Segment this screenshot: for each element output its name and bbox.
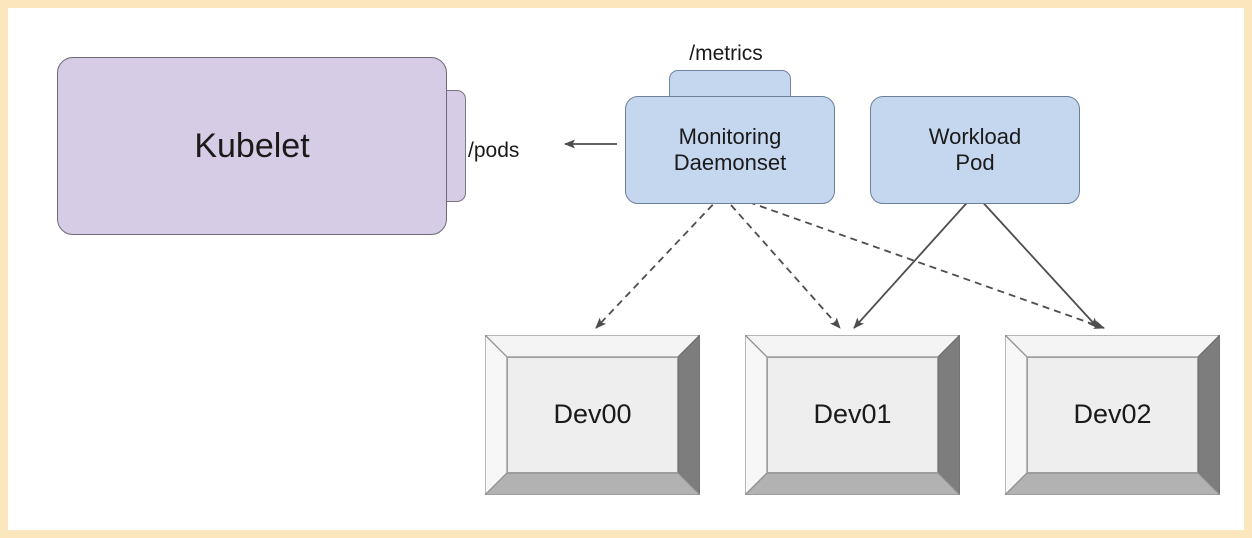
endpoint-label-metrics: /metrics bbox=[689, 42, 763, 65]
monitoring-daemonset-label: Monitoring Daemonset bbox=[673, 124, 787, 175]
device-bevel-frame bbox=[745, 335, 960, 495]
edge-workload-to-dev02 bbox=[976, 195, 1099, 329]
edge-workload-to-dev01 bbox=[853, 195, 974, 329]
node-kubelet[interactable]: Kubelet bbox=[57, 57, 467, 237]
workload-pod-label: Workload Pod bbox=[928, 124, 1022, 175]
device-label: Dev02 bbox=[1073, 399, 1152, 430]
device-bevel-frame bbox=[1005, 335, 1220, 495]
device-label: Dev01 bbox=[813, 399, 892, 430]
kubelet-body[interactable]: Kubelet bbox=[57, 57, 447, 235]
node-device-dev00[interactable]: Dev00 bbox=[485, 335, 700, 495]
node-device-dev02[interactable]: Dev02 bbox=[1005, 335, 1220, 495]
monitoring-daemonset-body[interactable]: Monitoring Daemonset bbox=[625, 96, 835, 204]
endpoint-label-pods: /pods bbox=[468, 139, 520, 162]
edge-monitoring-to-dev00 bbox=[595, 195, 722, 329]
edge-monitoring-to-dev01 bbox=[722, 195, 841, 329]
edge-monitoring-to-dev02 bbox=[725, 193, 1105, 329]
device-label: Dev00 bbox=[553, 399, 632, 430]
device-screen: Dev02 bbox=[1027, 357, 1198, 473]
device-screen: Dev01 bbox=[767, 357, 938, 473]
node-workload-pod[interactable]: Workload Pod bbox=[870, 96, 1080, 204]
node-device-dev01[interactable]: Dev01 bbox=[745, 335, 960, 495]
device-bevel-frame bbox=[485, 335, 700, 495]
device-screen: Dev00 bbox=[507, 357, 678, 473]
node-monitoring-daemonset[interactable]: /metrics Monitoring Daemonset bbox=[617, 42, 835, 204]
kubelet-label: Kubelet bbox=[194, 126, 310, 165]
